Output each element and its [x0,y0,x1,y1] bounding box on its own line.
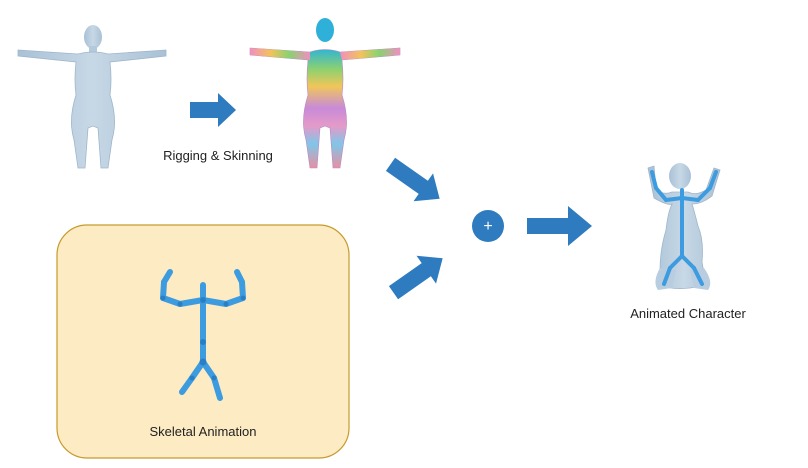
base-mesh-figure [17,25,167,169]
rigging-label: Rigging & Skinning [163,148,273,163]
animated-character-label: Animated Character [630,306,746,321]
rigged-mesh-figure [249,18,401,169]
skeletal-animation-label: Skeletal Animation [150,424,257,439]
arrow-to-animated [527,206,592,246]
animated-character-skeleton [650,170,718,286]
arrow-to-rigging [190,93,236,127]
arrow-rigging-to-combine [385,157,440,202]
skeleton-joints [160,295,246,381]
arrow-skeletal-to-combine [388,255,443,300]
plus-icon: + [483,218,492,235]
combine-circle [472,210,504,242]
